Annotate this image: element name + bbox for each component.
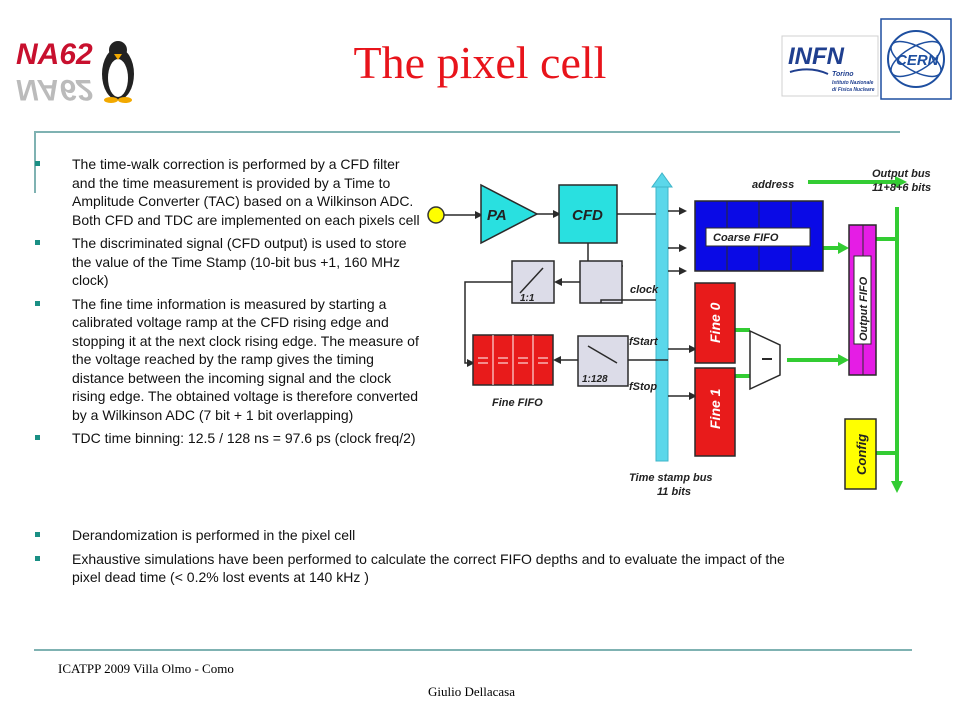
infn-logo-sub1: Torino [832,71,854,78]
footer-rule [34,649,912,651]
fstop-label: fStop [629,381,657,393]
fstart-label: fStart [629,336,659,348]
output-bus-width-label: 11+8+6 bits [872,182,931,194]
green-buses [735,176,907,493]
bullet-marker [35,240,40,245]
config-label: Config [854,434,869,475]
output-bus-label: Output bus [872,168,931,180]
penguin-icon [102,41,134,103]
bullet-marker [35,555,40,561]
fine-0-label: Fine 0 [707,302,723,343]
infn-logo-sub2: Istituto Nazionale [832,80,874,86]
bullet-list-bottom: Derandomization is performed in the pixe… [35,526,795,592]
fine-0-block [694,282,736,364]
time-stamp-bus [651,172,687,462]
ratio-1-1-label: 1:1 [520,293,535,304]
na62-logo-text: NA62 [16,38,93,71]
bullet-text: The time-walk correction is performed by… [72,156,420,228]
na62-logo-reflection: NA62 [16,73,93,104]
bullet-item: Derandomization is performed in the pixe… [35,526,795,545]
footer-conference: ICATPP 2009 Villa Olmo - Como [58,661,234,676]
bullet-item: The fine time information is measured by… [35,295,420,425]
time-stamp-bus-label: Time stamp bus [629,472,713,484]
config-block [844,418,877,490]
bullet-text: Exhaustive simulations have been perform… [72,550,785,586]
latch-block [579,260,623,304]
coarse-fifo-block [694,200,824,272]
bullet-text: The discriminated signal (CFD output) is… [72,235,407,288]
bullet-marker [35,300,40,306]
bullet-list-top: The time-walk correction is performed by… [35,155,420,453]
output-fifo-label: Output FIFO [858,276,870,341]
output-fifo-block [848,224,877,376]
bullet-marker [35,532,40,537]
top-horizontal-rule [34,131,900,133]
address-label: address [752,179,794,191]
cern-logo-text: CERN [896,52,940,69]
clock-label: clock [630,284,659,296]
pa-label: PA [487,207,507,224]
bullet-text: The fine time information is measured by… [72,295,419,423]
input-pad-icon [427,206,445,224]
page-title: The pixel cell [353,37,607,88]
bullet-marker [35,435,40,440]
ratio-1-128-block [577,335,629,387]
bullet-text: Derandomization is performed in the pixe… [72,527,356,543]
fine-fifo-label: Fine FIFO [492,397,543,409]
infn-logo-sub3: di Fisica Nucleare [832,87,875,93]
ratio-1-1-block [511,260,555,304]
pixel-cell-diagram: PA CFD address Output bus 11+8+6 bits Co… [427,168,931,498]
bullet-item: TDC time binning: 12.5 / 128 ns = 97.6 p… [35,429,420,448]
infn-logo-text: INFN [788,43,845,70]
na62-logo: NA62 NA62 [16,38,134,104]
pa-amplifier [480,183,539,245]
bullet-marker [35,161,40,166]
cern-logo: CERN [880,18,952,100]
infn-logo: INFN Torino Istituto Nazionale di Fisica… [781,35,879,97]
cfd-label: CFD [572,207,603,224]
bullet-item: The time-walk correction is performed by… [35,155,420,229]
fine-1-block [694,367,736,457]
fine-1-label: Fine 1 [707,388,723,429]
time-stamp-bus-width-label: 11 bits [657,486,691,498]
footer-author: Giulio Dellacasa [428,684,515,699]
bullet-text: TDC time binning: 12.5 / 128 ns = 97.6 p… [72,430,416,446]
ratio-1-128-label: 1:128 [582,374,608,385]
coarse-fifo-label: Coarse FIFO [713,232,779,244]
bullet-item: Exhaustive simulations have been perform… [35,550,795,587]
bullet-item: The discriminated signal (CFD output) is… [35,234,420,290]
fine-fifo-block [472,334,554,386]
